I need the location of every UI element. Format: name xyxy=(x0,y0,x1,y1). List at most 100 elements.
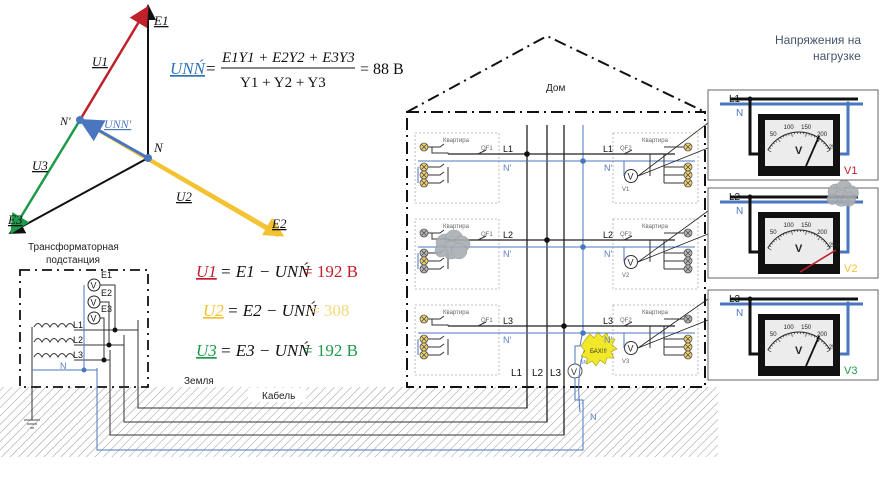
lamp-on-icon xyxy=(419,178,429,188)
meter-e1-label: E1 xyxy=(101,270,112,280)
lamp-on-icon xyxy=(683,142,693,152)
lamp-off-icon xyxy=(683,248,693,258)
voltmeter-scale xyxy=(767,331,831,351)
lamp-off-icon xyxy=(683,256,693,266)
formula-unn-result: = 88 В xyxy=(360,61,404,78)
floor-neutral-label-left: N' xyxy=(503,163,511,173)
formulas-phase: U1 = E1 − UNŃ = 192 В U2 = E2 − UNŃ = 30… xyxy=(196,262,358,360)
voltmeter-scale xyxy=(767,131,831,151)
riser-label-l1: L1 xyxy=(511,368,523,379)
formula-u2-lhs: U2 xyxy=(203,301,224,320)
label-nprime: N' xyxy=(59,114,71,128)
voltmeter-dial xyxy=(765,120,833,166)
voltmeter-tick-label: 50 xyxy=(770,332,777,338)
svg-text:V: V xyxy=(91,314,97,324)
lamp-on-icon xyxy=(419,334,429,344)
house-walls xyxy=(406,111,706,388)
lamp-on-icon xyxy=(683,350,693,360)
svg-text:V: V xyxy=(628,258,634,268)
apartment-right-title: Квартира xyxy=(642,310,669,316)
lamp-off-icon xyxy=(419,228,429,238)
substation: Трансформаторная подстанция L1 L2 L3 N V… xyxy=(19,241,149,429)
meter-e2-label: E2 xyxy=(101,288,112,298)
breaker-qf2[interactable] xyxy=(623,149,633,155)
voltmeter-tick-label: 150 xyxy=(801,125,812,131)
voltmeter-tick-label: 250 xyxy=(829,145,840,151)
voltmeter-tick-label: 0 xyxy=(760,145,764,151)
svg-text:V: V xyxy=(628,172,634,182)
voltmeter-tick-label: 250 xyxy=(829,243,840,249)
voltmeter-label: V2 xyxy=(844,263,857,275)
burst-callout: БАХ!!! xyxy=(580,331,618,367)
apartment-voltmeter-label: V3 xyxy=(622,359,630,365)
apartment-right xyxy=(612,218,699,290)
apartment-right xyxy=(612,132,699,204)
svg-text:V: V xyxy=(571,367,577,377)
breaker-qf1[interactable] xyxy=(477,235,487,241)
panel-line-label: L2 xyxy=(729,192,741,203)
apartment-left-title: Квартира xyxy=(443,224,470,230)
lamp-on-icon xyxy=(683,170,693,180)
breaker-qf2[interactable] xyxy=(623,321,633,327)
formula-unn-lhs: UNŃ xyxy=(170,59,207,78)
voltmeter-tick-label: 0 xyxy=(760,243,764,249)
cable-label: Кабель xyxy=(262,390,295,402)
substation-title-1: Трансформаторная xyxy=(28,241,119,253)
apartment-left xyxy=(414,218,500,290)
floor-line-label-left: L1 xyxy=(503,144,513,154)
formula-u2-result: = 308 xyxy=(310,301,349,320)
apartment-right-title: Квартира xyxy=(642,224,669,230)
panel-neutral-label: N xyxy=(736,206,743,217)
ground-symbol-icon xyxy=(24,419,40,429)
sub-label-l1: L1 xyxy=(73,320,83,330)
breaker-qf1[interactable] xyxy=(477,321,487,327)
voltmeter-tick-label: 100 xyxy=(784,223,795,229)
title-line-2: нагрузке xyxy=(813,49,861,63)
panel-line-label: L1 xyxy=(729,94,741,105)
breaker-qf1-label: QF1 xyxy=(481,232,493,238)
breaker-qf2-label: QF2 xyxy=(620,232,632,238)
voltmeter-label: V3 xyxy=(844,365,857,377)
title-line-1: Напряжения на xyxy=(775,33,861,47)
sub-label-l2: L2 xyxy=(73,335,83,345)
voltmeter-label: V1 xyxy=(844,165,857,177)
apartment-voltmeter-label: V2 xyxy=(622,273,630,279)
lamp-off-icon xyxy=(419,248,429,258)
vector-e2 xyxy=(147,156,285,237)
floor-line-label-left: L2 xyxy=(503,230,513,240)
voltmeter-tick-label: 100 xyxy=(784,125,795,131)
svg-text:V: V xyxy=(628,344,634,354)
lamp-on-icon xyxy=(419,170,429,180)
voltmeter-needle xyxy=(799,249,837,273)
vector-u3 xyxy=(10,119,82,235)
voltmeter-tick-label: 100 xyxy=(784,325,795,331)
lamp-on-icon xyxy=(419,314,429,324)
lamp-on-icon xyxy=(683,334,693,344)
point-nprime xyxy=(76,116,84,124)
meter-e3-label: E3 xyxy=(101,304,112,314)
breaker-qf1[interactable] xyxy=(477,149,487,155)
label-e2: E2 xyxy=(271,216,287,231)
voltmeter-tick-label: 50 xyxy=(770,230,777,236)
floor-neutral-label-right: N' xyxy=(604,335,612,345)
lamp-off-icon xyxy=(683,228,693,238)
lamp-on-icon xyxy=(683,342,693,352)
breaker-qf2[interactable] xyxy=(623,235,633,241)
label-e1: E1 xyxy=(153,13,168,28)
voltmeter-unit: V xyxy=(795,145,803,157)
sub-label-l3: L3 xyxy=(73,350,83,360)
formula-unn-eq: = xyxy=(206,59,216,78)
burst-label: БАХ!!! xyxy=(590,349,607,355)
label-e3: E3 xyxy=(7,212,23,227)
voltmeter-tick-label: 200 xyxy=(817,230,828,236)
breaker-qf1-label: QF1 xyxy=(481,318,493,324)
floor-line-label-left: L3 xyxy=(503,316,513,326)
lamp-on-icon xyxy=(419,342,429,352)
